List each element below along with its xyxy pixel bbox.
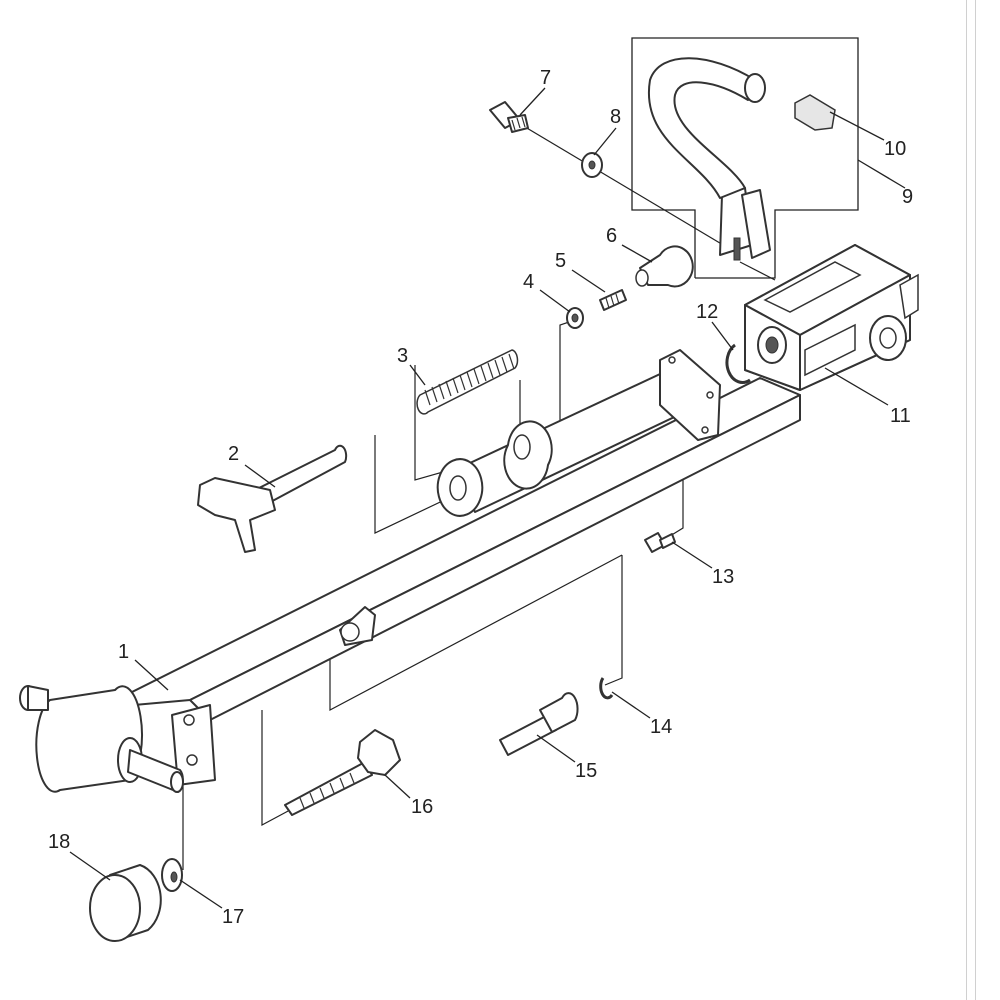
part-18-end-cap (89, 864, 162, 942)
callout-9: 9 (902, 186, 913, 208)
part-2-lever-pin (197, 444, 348, 553)
part-15-pin (499, 692, 579, 756)
part-7-cap-screw (489, 101, 529, 133)
part-5-set-screw (599, 289, 627, 311)
part-3-spring (416, 349, 519, 415)
callout-leader-lines (69, 87, 906, 909)
part-13-screw (644, 532, 676, 553)
part-12-retaining-ring (725, 343, 751, 384)
part-16-threaded-knob (284, 729, 401, 816)
callout-4: 4 (523, 271, 534, 293)
callout-labels: 1 2 3 4 5 6 7 8 9 10 11 12 13 14 15 16 1… (48, 67, 913, 928)
callout-8: 8 (610, 106, 621, 128)
callout-3: 3 (397, 345, 408, 367)
callout-18: 18 (48, 831, 70, 853)
callout-12: 12 (696, 301, 718, 323)
part-1-main-arm (19, 377, 801, 793)
part-9-handle-group (631, 37, 859, 279)
right-edge-line-2 (975, 0, 976, 1000)
part-6-knob (635, 245, 694, 288)
part-17-washer (161, 858, 183, 892)
callout-10: 10 (884, 138, 906, 160)
callout-13: 13 (712, 566, 734, 588)
part-tube-with-flange (436, 349, 721, 517)
callout-7: 7 (540, 67, 551, 89)
callout-17: 17 (222, 906, 244, 928)
callout-11: 11 (890, 405, 911, 427)
callout-15: 15 (575, 760, 597, 782)
part-4-washer (566, 307, 584, 329)
right-edge-line (966, 0, 967, 1000)
part-11-housing (744, 244, 919, 391)
callout-16: 16 (411, 796, 433, 818)
callout-6: 6 (606, 225, 617, 247)
part-10-grip (794, 94, 836, 131)
part-8-washer (581, 152, 603, 178)
callout-14: 14 (650, 716, 672, 738)
callout-2: 2 (228, 443, 239, 465)
part-14-retaining-ring (599, 677, 614, 700)
callout-5: 5 (555, 250, 566, 272)
callout-1: 1 (118, 641, 129, 663)
